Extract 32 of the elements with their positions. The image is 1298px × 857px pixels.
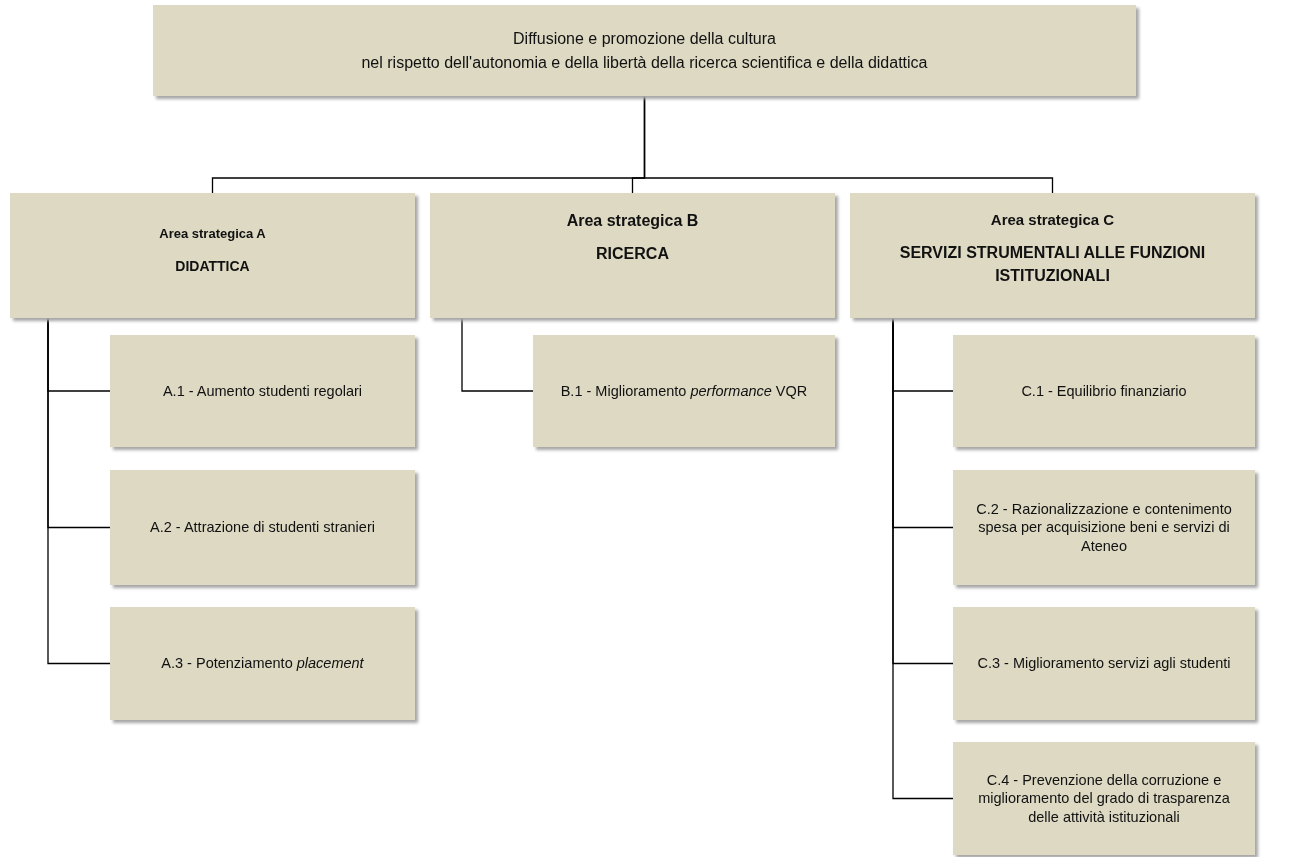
objective-text: A.3 - Potenziamento placement — [161, 654, 364, 673]
connector-line — [643, 95, 1054, 194]
objective-text: C.2 - Razionalizzazione e contenimento spesa per acquisizione beni e servizi di Ateneo — [975, 500, 1233, 555]
mission-text: nel rispetto dell'autonomia e della libertà della ricerca scientifica e della didattica — [361, 52, 928, 73]
objective-box — [953, 470, 1255, 585]
objective-box — [110, 335, 415, 447]
objective-text: C.1 - Equilibrio finanziario — [1021, 381, 1187, 401]
mission-box — [153, 5, 1136, 96]
area-title: RICERCA — [596, 244, 669, 265]
objective-box — [953, 607, 1255, 720]
objective-text: A.2 - Attrazione di studenti stranieri — [150, 518, 375, 537]
area-heading: Area strategica C — [990, 210, 1115, 230]
objective-text: C.3 - Miglioramento servizi agli studenti — [977, 654, 1231, 673]
objective-box — [533, 335, 835, 447]
objective-box — [953, 335, 1255, 447]
connector-line — [47, 317, 111, 665]
objective-box — [110, 470, 415, 585]
connector-line — [461, 317, 534, 392]
objective-text: A.1 - Aumento studenti regolari — [162, 381, 363, 401]
area-title: SERVIZI STRUMENTALI ALLE FUNZIONI ISTITUZIONALI — [898, 242, 1207, 286]
objective-text: B.1 - Miglioramento performance VQR — [560, 381, 808, 401]
area-title: DIDATTICA — [175, 256, 250, 276]
strategic-area-box — [10, 193, 415, 318]
strategic-area-box — [850, 193, 1255, 318]
connector-line — [892, 317, 954, 800]
objective-text: C.4 - Prevenzione della corruzione e miglioramento del grado di trasparenza delle attività istituzionali — [977, 771, 1231, 826]
strategic-area-box — [430, 193, 835, 318]
objective-box — [110, 607, 415, 720]
area-heading: Area strategica A — [159, 225, 266, 243]
mission-text: Diffusione e promozione della cultura — [513, 29, 776, 50]
area-heading: Area strategica B — [566, 211, 699, 231]
objective-box — [953, 742, 1255, 855]
